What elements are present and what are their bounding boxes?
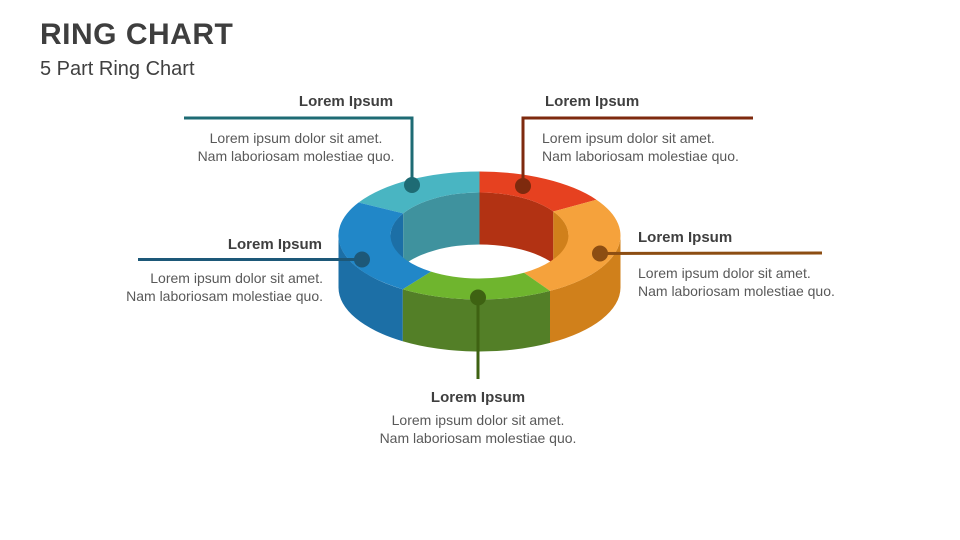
callout-desc-line1: Lorem ipsum dolor sit amet. (150, 270, 323, 286)
callout-title-top-left: Lorem Ipsum (298, 93, 394, 110)
callout-description-right: Lorem ipsum dolor sit amet. Nam laboriosa… (638, 264, 878, 300)
ring-outer-wall-green (402, 289, 550, 352)
leader-dot-blue (354, 251, 370, 268)
leader-line-red (521, 116, 753, 186)
callout-desc-line1: Lorem ipsum dolor sit amet. (542, 130, 715, 146)
callout-desc-line1: Lorem ipsum dolor sit amet. (391, 412, 565, 428)
callout-description-top-left: Lorem ipsum dolor sit amet. Nam laboriosa… (171, 129, 421, 165)
ring-segment-orange-top-face (524, 199, 621, 291)
callout-desc-line2: Nam laboriosam molestiae quo. (379, 430, 577, 446)
ring-outer-wall-orange (550, 235, 621, 343)
callout-desc-line1: Lorem ipsum dolor sit amet. (209, 130, 383, 146)
callout-description-bottom: Lorem ipsum dolor sit amet. Nam laboriosa… (353, 411, 603, 447)
callout-description-left: Lorem ipsum dolor sit amet. Nam laboriosa… (73, 269, 323, 305)
leader-dot-green (470, 289, 486, 306)
callout-desc-line2: Nam laboriosam molestiae quo. (638, 283, 835, 299)
leader-dot-red (515, 178, 531, 194)
callout-title-top-right: Lorem Ipsum (545, 93, 640, 110)
ring-inner-wall-red (479, 192, 554, 264)
leader-line-teal (184, 116, 414, 185)
ring-segment-teal-top-face (358, 171, 480, 214)
callout-title-bottom: Lorem Ipsum (430, 389, 526, 406)
leader-line-orange (599, 251, 823, 255)
callout-desc-line2: Nam laboriosam molestiae quo. (542, 148, 739, 164)
callout-title-left: Lorem Ipsum (227, 236, 322, 253)
ring-segment-green-top-face (402, 271, 550, 300)
callout-desc-line1: Lorem ipsum dolor sit amet. (638, 265, 811, 281)
slide-title: RING CHART (40, 18, 234, 51)
ring-segment-blue-top-face (338, 202, 431, 290)
callout-desc-line2: Nam laboriosam molestiae quo. (197, 148, 395, 164)
ring-inner-wall-teal (403, 192, 480, 266)
leader-dot-orange (592, 245, 608, 262)
ring-segment-red-top-face (479, 171, 597, 212)
callout-description-top-right: Lorem ipsum dolor sit amet. Nam laboriosa… (542, 129, 782, 165)
callout-title-right: Lorem Ipsum (638, 229, 733, 246)
leader-dot-teal (404, 177, 420, 193)
callout-desc-line2: Nam laboriosam molestiae quo. (126, 288, 323, 304)
slide-subtitle: 5 Part Ring Chart (40, 58, 195, 80)
ring-outer-wall-blue (338, 235, 403, 342)
